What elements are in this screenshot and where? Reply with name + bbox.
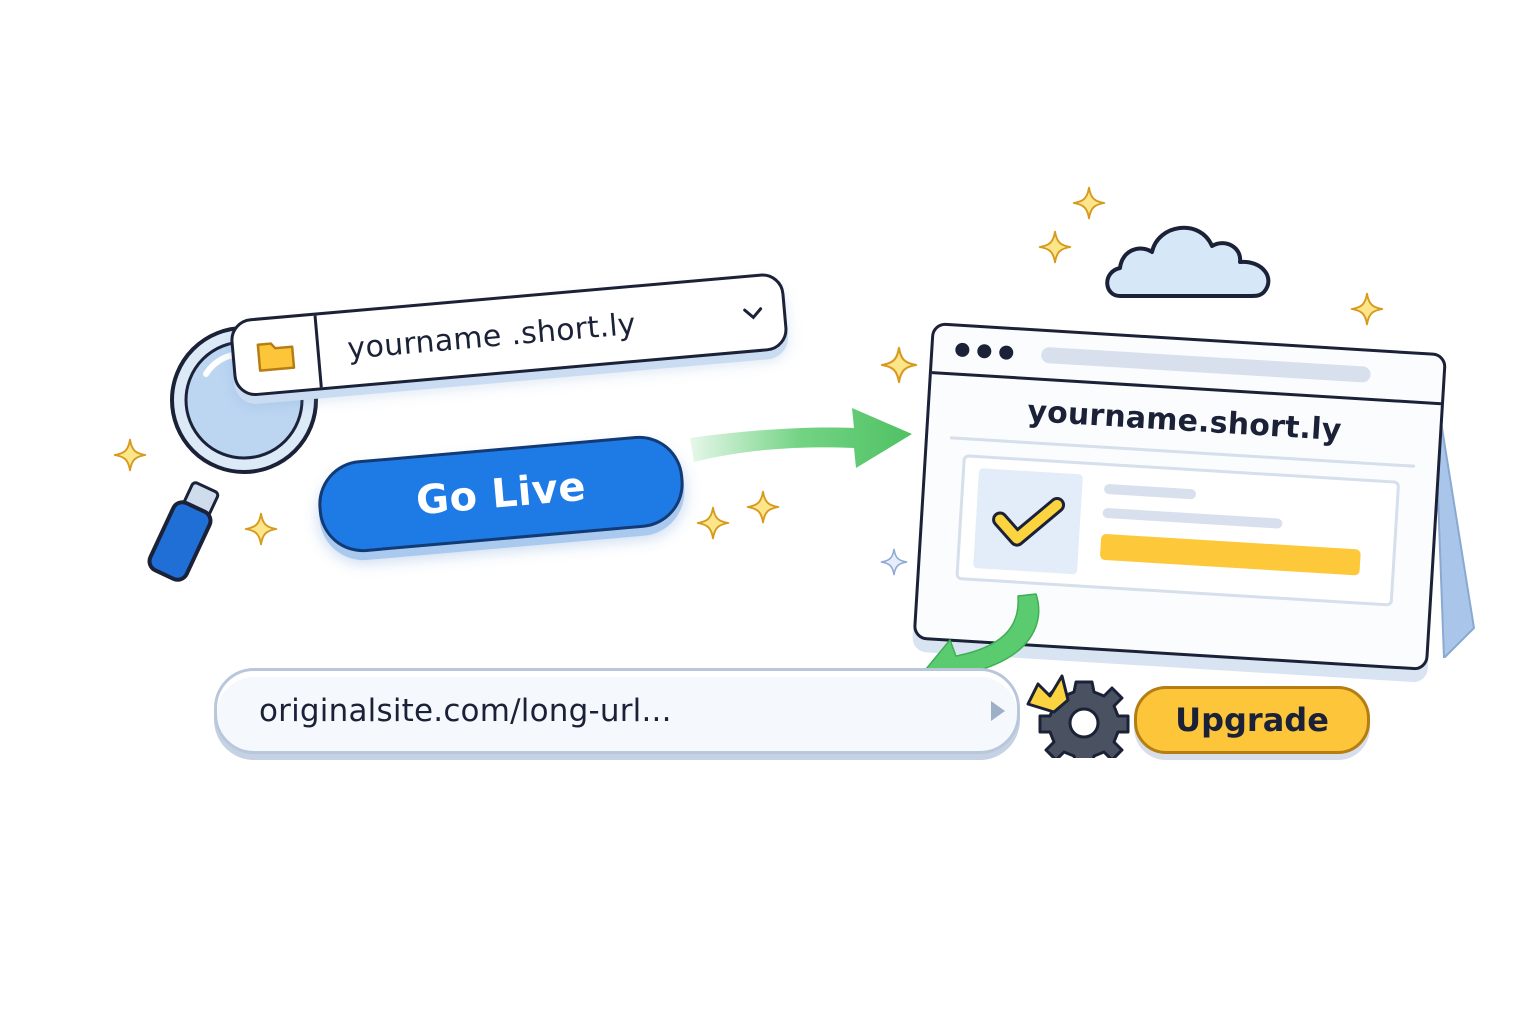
go-live-label: Go Live <box>414 463 588 525</box>
arrow-right-icon <box>690 408 912 468</box>
sparkle-icon <box>880 346 918 384</box>
folder-icon <box>256 342 296 372</box>
domain-selector[interactable]: yourname .short.ly <box>228 271 790 398</box>
progress-bar <box>1099 533 1361 576</box>
play-icon[interactable] <box>991 701 1005 721</box>
sparkle-icon <box>113 438 147 472</box>
domain-value: yourname .short.ly <box>346 306 638 367</box>
status-card <box>955 454 1401 607</box>
cloud-icon <box>1105 225 1271 298</box>
placeholder-line <box>1103 483 1197 500</box>
sparkle-icon <box>880 548 908 576</box>
upgrade-label: Upgrade <box>1175 701 1329 739</box>
checkmark-icon <box>992 496 1066 547</box>
sparkle-icon <box>696 506 730 540</box>
go-live-button[interactable]: Go Live <box>314 432 688 556</box>
browser-preview: yourname.short.ly <box>912 322 1448 671</box>
window-dot <box>998 345 1014 361</box>
placeholder-line <box>1102 507 1283 529</box>
long-url-input[interactable]: originalsite.com/long-url... <box>214 668 1020 754</box>
chevron-down-icon[interactable] <box>723 304 784 323</box>
sparkle-icon <box>746 490 780 524</box>
window-dot <box>954 342 970 358</box>
long-url-value: originalsite.com/long-url... <box>259 693 672 729</box>
status-thumb <box>973 468 1083 575</box>
sparkle-icon <box>1350 292 1384 326</box>
address-bar <box>1040 346 1372 383</box>
sparkle-icon <box>1038 230 1072 264</box>
gear-crown-icon[interactable] <box>1024 670 1136 758</box>
upgrade-button[interactable]: Upgrade <box>1134 686 1370 754</box>
folder-cell <box>231 315 323 395</box>
window-dot <box>976 343 992 359</box>
